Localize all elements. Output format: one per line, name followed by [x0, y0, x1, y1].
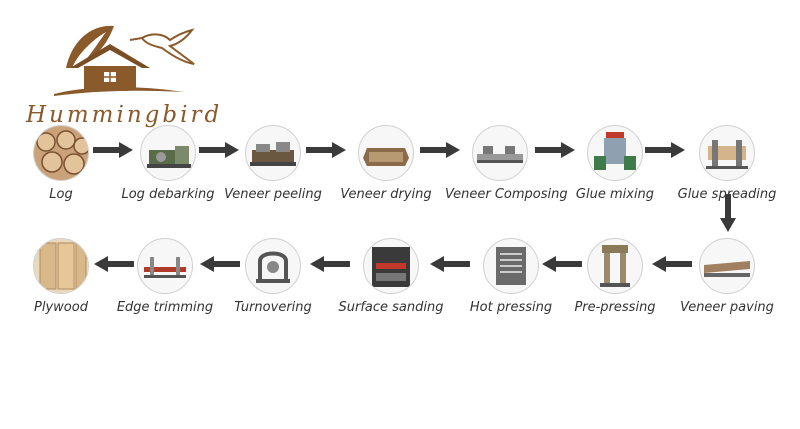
step-glue-spreading: Glue spreading — [672, 125, 782, 202]
step-label: Turnovering — [234, 300, 312, 315]
step-label: Veneer drying — [340, 187, 432, 202]
arrow-left-icon — [200, 256, 240, 272]
debarking-machine-icon — [140, 125, 196, 181]
step-label: Log debarking — [121, 187, 215, 202]
log-pile-icon — [33, 125, 89, 181]
arrow-right-icon — [93, 142, 133, 158]
step-veneer-drying: Veneer drying — [331, 125, 441, 202]
step-label: Veneer paving — [680, 300, 774, 315]
step-edge-trimming: Edge trimming — [110, 238, 220, 315]
step-label: Pre-pressing — [574, 300, 656, 315]
step-label: Hot pressing — [469, 300, 553, 315]
step-label: Veneer Composing — [445, 187, 568, 202]
peeling-machine-icon — [245, 125, 301, 181]
paving-line-icon — [699, 238, 755, 294]
step-surface-sanding: Surface sanding — [336, 238, 446, 315]
arrow-left-icon — [430, 256, 470, 272]
step-glue-mixing: Glue mixing — [560, 125, 670, 202]
step-label: Surface sanding — [338, 300, 444, 315]
step-log-debarking: Log debarking — [113, 125, 223, 202]
arrow-down-icon — [720, 194, 736, 232]
glue-mixer-icon — [587, 125, 643, 181]
arrow-right-icon — [306, 142, 346, 158]
step-plywood: Plywood — [6, 238, 116, 315]
step-turnovering: Turnovering — [218, 238, 328, 315]
dryer-icon — [358, 125, 414, 181]
composing-machine-icon — [472, 125, 528, 181]
arrow-right-icon — [535, 142, 575, 158]
hot-press-icon — [483, 238, 539, 294]
brand-logo: Hummingbird — [14, 10, 219, 128]
step-veneer-peeling: Veneer peeling — [218, 125, 328, 202]
pre-press-icon — [587, 238, 643, 294]
plywood-stack-icon — [33, 238, 89, 294]
turnover-machine-icon — [245, 238, 301, 294]
brand-name: Hummingbird — [26, 102, 223, 128]
house-leaf-bird-icon — [54, 25, 195, 96]
step-label: Log — [49, 187, 73, 202]
arrow-right-icon — [420, 142, 460, 158]
step-label: Edge trimming — [116, 300, 214, 315]
arrow-left-icon — [310, 256, 350, 272]
step-pre-pressing: Pre-pressing — [560, 238, 670, 315]
arrow-left-icon — [94, 256, 134, 272]
step-label: Plywood — [34, 300, 88, 315]
step-veneer-paving: Veneer paving — [672, 238, 782, 315]
step-log: Log — [6, 125, 116, 202]
step-veneer-composing: Veneer Composing — [445, 125, 568, 202]
arrow-left-icon — [652, 256, 692, 272]
glue-spreader-icon — [699, 125, 755, 181]
sanding-machine-icon — [363, 238, 419, 294]
step-hot-pressing: Hot pressing — [456, 238, 566, 315]
arrow-left-icon — [542, 256, 582, 272]
edge-trimming-icon — [137, 238, 193, 294]
step-label: Veneer peeling — [224, 187, 322, 202]
arrow-right-icon — [645, 142, 685, 158]
arrow-right-icon — [199, 142, 239, 158]
step-label: Glue mixing — [575, 187, 655, 202]
